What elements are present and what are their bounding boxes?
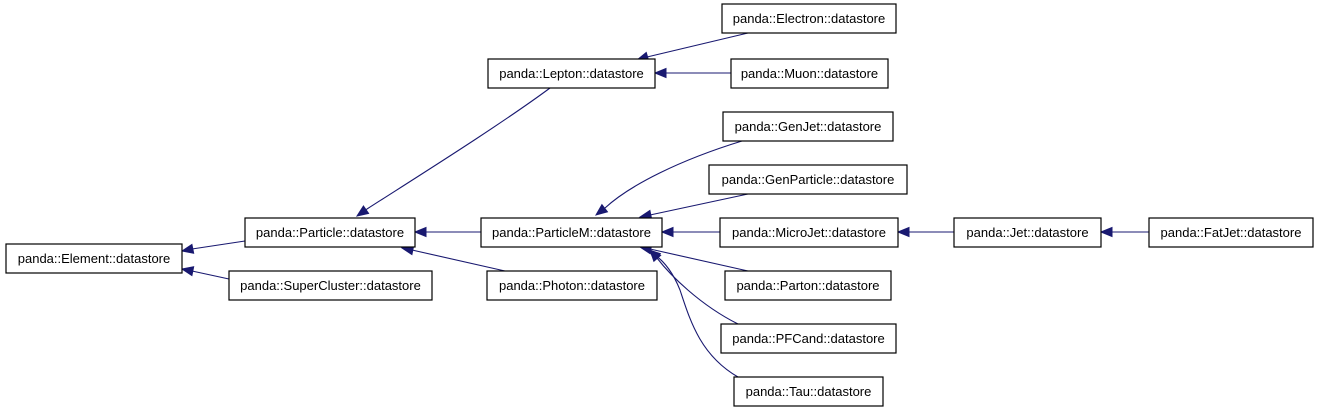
edge-line [654,254,739,378]
arrowhead-icon [180,243,195,254]
class-node-box [1148,217,1314,248]
class-node-label: panda::FatJet::datastore [1161,225,1302,240]
class-node-label: panda::SuperCluster::datastore [240,278,421,293]
class-node-element[interactable]: panda::Element::datastore [5,243,183,274]
edge-line-connector [654,254,658,258]
class-node-parton[interactable]: panda::Parton::datastore [724,270,892,301]
class-nodes: panda::Element::datastore panda::Particle… [5,3,1314,407]
class-node-muon[interactable]: panda::Muon::datastore [730,58,889,89]
class-node-label: panda::Electron::datastore [733,11,886,26]
class-node-genparticle[interactable]: panda::GenParticle::datastore [708,164,908,195]
class-node-box [480,217,663,248]
class-node-microjet[interactable]: panda::MicroJet::datastore [719,217,899,248]
arrowhead-icon [355,205,370,217]
edge-line-connector [365,208,368,211]
edge-particlem-to-particle [413,226,481,238]
class-node-label: panda::Element::datastore [18,251,171,266]
edge-genjet-to-particlem [594,140,743,216]
edge-line [649,248,749,272]
arrowhead-icon [660,226,674,238]
class-node-label: panda::Lepton::datastore [499,66,644,81]
class-node-particle[interactable]: panda::Particle::datastore [244,217,416,248]
class-node-box [953,217,1102,248]
class-node-label: panda::GenParticle::datastore [722,172,895,187]
class-node-label: panda::Jet::datastore [966,225,1088,240]
class-node-box [722,111,894,142]
class-node-box [708,164,908,195]
edge-line [646,32,749,58]
edge-fatjet-to-jet [1099,226,1149,238]
class-node-box [228,270,433,301]
class-node-label: panda::Parton::datastore [736,278,879,293]
edge-photon-to-particle [400,245,506,272]
edge-line [366,87,551,210]
class-node-label: panda::GenJet::datastore [735,119,882,134]
class-node-genjet[interactable]: panda::GenJet::datastore [722,111,894,142]
class-node-label: panda::Muon::datastore [741,66,878,81]
class-node-particlem[interactable]: panda::ParticleM::datastore [480,217,663,248]
class-node-photon[interactable]: panda::Photon::datastore [486,270,658,301]
arrowhead-icon [413,226,427,238]
class-node-tau[interactable]: panda::Tau::datastore [733,376,884,407]
edge-tau-to-particlem [647,249,739,378]
edge-genparticle-to-particlem [638,193,749,220]
class-node-fatjet[interactable]: panda::FatJet::datastore [1148,217,1314,248]
edge-line [411,249,506,272]
arrowhead-icon [896,226,910,238]
class-node-box [486,270,658,301]
arrowhead-icon [594,203,609,216]
class-node-lepton[interactable]: panda::Lepton::datastore [487,58,656,89]
edge-particle-to-element [180,240,246,254]
class-node-box [733,376,884,407]
edge-electron-to-lepton [635,32,749,62]
class-node-label: panda::Photon::datastore [499,278,645,293]
class-node-box [730,58,889,89]
inheritance-edges [180,32,1149,378]
class-node-pfcand[interactable]: panda::PFCand::datastore [720,323,897,354]
edge-supercluster-to-element [180,266,230,280]
edge-line [649,193,749,216]
class-node-box [724,270,892,301]
class-node-box [720,323,897,354]
edge-microjet-to-particlem [660,226,720,238]
class-node-label: panda::PFCand::datastore [732,331,885,346]
arrowhead-icon [180,266,195,277]
class-node-box [244,217,416,248]
class-node-jet[interactable]: panda::Jet::datastore [953,217,1102,248]
edge-line [604,140,743,209]
edge-line [191,270,230,280]
class-node-label: panda::Particle::datastore [256,225,404,240]
edge-line [656,257,739,325]
class-node-label: panda::Tau::datastore [746,384,872,399]
class-node-box [721,3,897,34]
class-node-supercluster[interactable]: panda::SuperCluster::datastore [228,270,433,301]
edge-line [191,240,246,250]
class-node-box [487,58,656,89]
arrowhead-icon [653,67,667,79]
edge-muon-to-lepton [653,67,731,79]
class-node-label: panda::MicroJet::datastore [732,225,886,240]
class-node-box [719,217,899,248]
edge-lepton-to-particle [355,87,551,217]
edge-jet-to-microjet [896,226,954,238]
arrowhead-icon [1099,226,1113,238]
class-node-label: panda::ParticleM::datastore [492,225,651,240]
class-node-box [5,243,183,274]
class-node-electron[interactable]: panda::Electron::datastore [721,3,897,34]
arrowhead-icon [647,249,662,262]
